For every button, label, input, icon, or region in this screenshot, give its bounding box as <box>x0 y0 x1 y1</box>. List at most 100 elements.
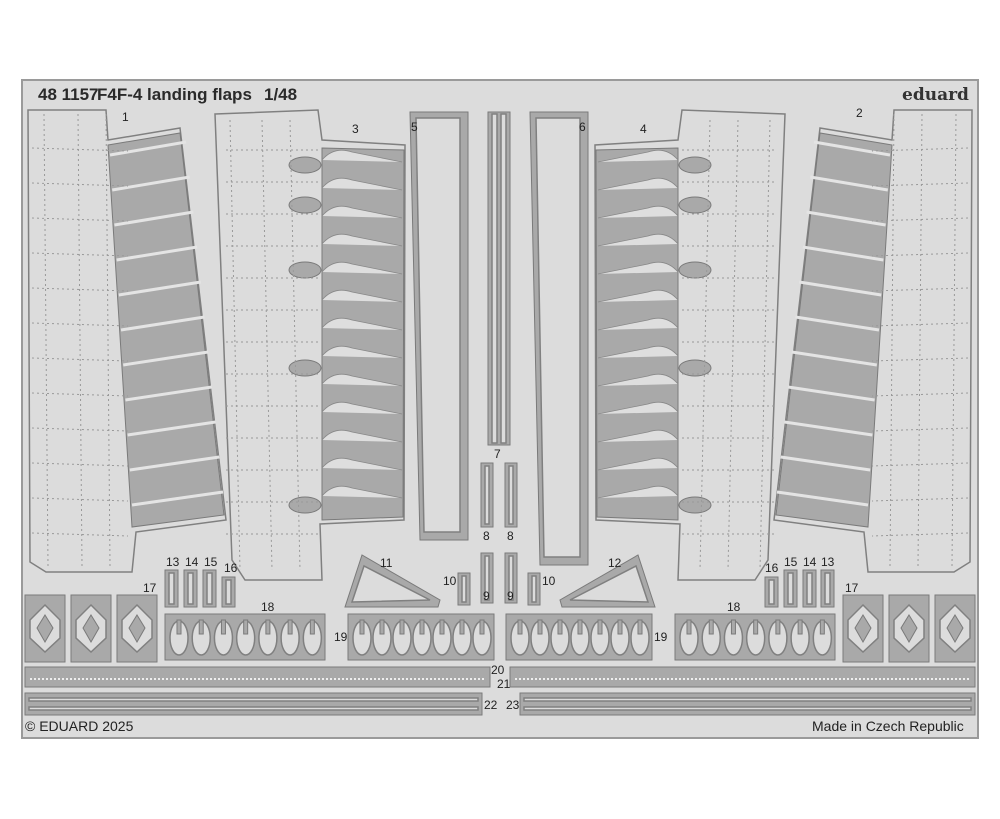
rail <box>24 666 491 688</box>
rib-cutout <box>597 261 679 275</box>
triangle-inner <box>350 564 431 603</box>
slot <box>523 697 972 702</box>
slot <box>399 619 405 635</box>
hinge-lug <box>678 261 712 279</box>
part-17-0 <box>24 594 66 663</box>
slot <box>730 619 736 635</box>
fret-scale: 1/48 <box>264 85 297 104</box>
panel-line <box>31 322 129 327</box>
rib-cutout <box>321 345 403 359</box>
part-11 <box>344 554 441 608</box>
small-part-7 <box>820 569 835 608</box>
rib-edge <box>802 245 884 262</box>
hinge-lug <box>288 496 322 514</box>
label-part-12: 12 <box>608 556 622 570</box>
bracket-center <box>36 614 54 644</box>
label-part-2: 2 <box>856 106 863 120</box>
panel-line <box>31 217 129 222</box>
slot <box>753 619 759 635</box>
label-part-22: 22 <box>484 698 498 712</box>
rib-edge <box>127 420 216 437</box>
panel-line <box>31 497 129 502</box>
label-part-14b: 14 <box>803 555 817 569</box>
rib-edge <box>780 455 871 472</box>
rib-cutout <box>321 457 403 471</box>
label-part-10a: 10 <box>443 574 457 588</box>
part-4 <box>594 109 786 581</box>
label-part-1: 1 <box>122 110 129 124</box>
label-part-13b: 13 <box>821 555 835 569</box>
panel-line <box>871 392 969 397</box>
slot <box>517 619 523 635</box>
part-17-4 <box>888 594 930 663</box>
slot <box>287 619 293 635</box>
rib-edge <box>784 420 873 437</box>
rib-edge <box>114 210 194 227</box>
part-17-1 <box>70 594 112 663</box>
rib-cutout <box>321 149 403 163</box>
part-10a <box>457 572 471 606</box>
slot <box>28 706 479 711</box>
slot <box>168 572 175 605</box>
rib-edge <box>122 350 209 367</box>
panel-line <box>871 532 969 537</box>
rib-cutout <box>321 205 403 219</box>
rib-cutout <box>597 485 679 499</box>
rib-edge <box>109 140 187 157</box>
rib-edge <box>810 175 889 192</box>
panel-line <box>31 252 129 257</box>
slot <box>797 619 803 635</box>
small-part-6 <box>802 569 817 608</box>
slot <box>187 572 194 605</box>
rib-edge <box>798 280 882 297</box>
slot <box>225 579 232 605</box>
copyright: © EDUARD 2025 <box>25 718 134 734</box>
label-part-18b: 18 <box>727 600 741 614</box>
panel-line <box>871 322 969 327</box>
strip-inner <box>535 117 581 558</box>
rib-cutout <box>597 317 679 331</box>
slot <box>508 555 514 601</box>
part-12 <box>559 554 656 608</box>
label-part-13a: 13 <box>166 555 180 569</box>
small-part-0 <box>164 569 179 608</box>
slot <box>206 572 213 605</box>
panel-line <box>261 119 273 571</box>
fret-title: F4F-4 landing flaps <box>97 85 252 104</box>
hinge-lug <box>288 196 322 214</box>
part-22 <box>24 692 483 716</box>
panel-line <box>31 182 129 187</box>
slot <box>637 619 643 635</box>
part-9b <box>504 552 518 604</box>
slot <box>775 619 781 635</box>
slot <box>577 619 583 635</box>
label-part-16b: 16 <box>765 561 779 575</box>
slot <box>220 619 226 635</box>
rail <box>509 666 976 688</box>
slot <box>531 575 537 603</box>
small-part-3 <box>221 576 236 608</box>
panel-line <box>31 357 129 362</box>
slot <box>379 619 385 635</box>
rib-cutout <box>597 233 679 247</box>
part-6 <box>529 111 589 566</box>
part-21 <box>509 666 976 688</box>
slot <box>768 579 775 605</box>
rail <box>24 692 483 716</box>
bracket-center <box>854 614 872 644</box>
rib-edge <box>125 385 213 402</box>
rib-cutout <box>597 345 679 359</box>
label-part-17a: 17 <box>143 581 157 595</box>
slot <box>708 619 714 635</box>
slot <box>265 619 271 635</box>
part-20 <box>24 666 491 688</box>
rib-edge <box>813 140 891 157</box>
small-part-5 <box>783 569 798 608</box>
rib-edge <box>118 280 202 297</box>
part-17-2 <box>116 594 158 663</box>
label-part-17b: 17 <box>845 581 859 595</box>
panel-line <box>31 532 129 537</box>
label-part-16a: 16 <box>224 561 238 575</box>
rib-edge <box>806 210 886 227</box>
panel-line <box>871 427 969 432</box>
